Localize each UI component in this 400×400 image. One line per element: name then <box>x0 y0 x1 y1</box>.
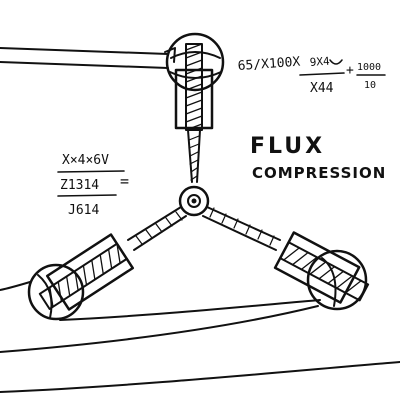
bottom-wires <box>0 281 400 393</box>
formula-right-line1a: 65/X100X <box>237 55 301 74</box>
formula-right-frac-den: 10 <box>364 80 376 91</box>
formula-left-line1: X×4×6V <box>62 153 109 168</box>
center-hub <box>178 185 210 217</box>
heading: FLUX COMPRESSION <box>250 134 386 182</box>
heading-compression: COMPRESSION <box>252 164 386 182</box>
formula-right: 65/X100X 9X4 + 1000 10 X44 <box>237 55 386 96</box>
formula-left: X×4×6V Z1314 = J614 <box>57 153 129 218</box>
formula-left-line3: J614 <box>68 203 99 218</box>
formula-right-line2: X44 <box>310 81 334 96</box>
heading-flux: FLUX <box>250 134 325 159</box>
formula-right-line1b: 9X4 <box>309 55 330 69</box>
formula-left-line2: Z1314 <box>60 178 99 193</box>
formula-right-plus: + <box>346 63 354 78</box>
top-electrode <box>0 32 225 183</box>
formula-right-frac-num: 1000 <box>357 62 381 73</box>
right-electrode <box>202 206 370 311</box>
formula-left-equals: = <box>120 172 129 190</box>
left-electrode <box>27 206 187 321</box>
